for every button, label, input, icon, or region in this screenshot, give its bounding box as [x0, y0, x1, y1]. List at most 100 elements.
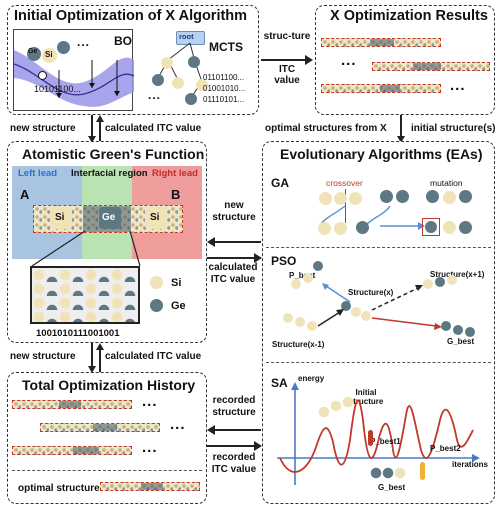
label-optimal-from-x: optimal structures from X: [265, 123, 387, 134]
bo-ge-label: Ge: [28, 48, 38, 55]
pso-g-best-label: G_best: [447, 337, 475, 346]
x-results-title: X Optimization Results: [330, 8, 488, 24]
pso-label: PSO: [271, 254, 297, 268]
sa-iterations-label: iterations: [452, 460, 489, 469]
label-recorded-itc: recorded ITC value: [211, 452, 257, 475]
ga-child-atom-2: [334, 222, 347, 235]
sa-gbest-atoms: [370, 466, 408, 480]
ga-si-atom-2: [334, 192, 347, 205]
sa-structure-atoms-1: [318, 394, 358, 420]
interfacial-label: Interfacial region: [71, 168, 148, 179]
sa-label: SA: [271, 376, 288, 390]
pso-structure-x1-label: Structure(x+1): [430, 270, 485, 279]
optimal-structure-label: optimal structure: [18, 483, 100, 494]
mutation-label: mutation: [430, 178, 463, 188]
history-structure-1: [12, 400, 132, 409]
history-ellipsis-1: ...: [142, 393, 158, 410]
sa-initial-structure-label: Initial structure: [348, 388, 384, 406]
agf-si-right-atom: [145, 207, 167, 229]
ga-divider: [266, 247, 491, 248]
ga-ge-atom-3: [426, 190, 439, 203]
ga-mut-atom-1: [425, 221, 437, 233]
bo-plot-graph: [13, 50, 135, 107]
history-title: Total Optimization History: [22, 377, 196, 393]
ga-label: GA: [271, 176, 289, 190]
ga-si-atom-3: [349, 192, 362, 205]
agf-si-left-atom: [50, 207, 72, 229]
bo-label: BO: [114, 34, 132, 48]
ga-mut-atom-3: [459, 221, 472, 234]
results-ellipsis-1: ...: [341, 52, 357, 69]
bo-ellipsis: ...: [77, 35, 91, 49]
thermometer-icon-2: [368, 430, 373, 446]
mcts-node-1: [161, 57, 173, 69]
ga-si-atom-4: [443, 191, 456, 204]
legend-si-atom: [150, 276, 163, 289]
bo-sample-marker: [38, 71, 47, 80]
mcts-root-label: root: [179, 32, 194, 41]
optimal-structure-strip: [100, 482, 200, 491]
history-divider: [12, 470, 202, 471]
ga-si-atom-1: [319, 192, 332, 205]
sa-p-best2-label: P_best2: [430, 444, 461, 453]
mcts-node-2: [188, 56, 200, 68]
ga-child-atom-1: [318, 222, 331, 235]
bo-plot: [13, 29, 135, 111]
legend-ge-label: Ge: [171, 300, 186, 312]
sa-g-best-label: G_best: [378, 483, 406, 492]
result-structure-3: [321, 84, 441, 93]
results-ellipsis-2: ...: [450, 77, 466, 94]
sa-energy-label: energy: [298, 374, 325, 383]
pso-structure-x-label: Structure(x): [348, 288, 394, 297]
agf-ge-atom: [99, 207, 121, 229]
label-calculated-itc-3: calculated ITC value: [105, 351, 202, 362]
legend-ge-atom: [150, 299, 163, 312]
right-lead-label: Right lead: [152, 168, 198, 179]
mcts-node-4: [172, 77, 184, 89]
legend-si-label: Si: [171, 277, 182, 289]
result-structure-1: [321, 38, 441, 47]
label-new-structure-3: new structure: [10, 351, 76, 362]
initial-optimization-title: Initial Optimization of X Algorithm: [14, 8, 248, 24]
bo-ge-atom: [27, 47, 41, 61]
ga-ge-atom-2: [396, 190, 409, 203]
top-connector-arrows: [261, 55, 313, 65]
bo-ge-atom-2: [57, 41, 70, 54]
label-new-structure-2: new structure: [212, 200, 256, 223]
mcts-node-6: [185, 93, 197, 105]
bo-si-atom: [42, 48, 57, 63]
pso-vectors: [283, 261, 475, 337]
mcts-binary-2: 01001010...: [203, 84, 246, 93]
left-lead-label: Left lead: [18, 168, 58, 179]
agf-si-left-label: Si: [55, 212, 65, 223]
pso-p-best-label: P_best: [289, 271, 316, 280]
history-ellipsis-3: ...: [142, 439, 158, 456]
label-calc-itc-2: calculated ITC value: [208, 262, 258, 285]
ga-mutation-box: [422, 218, 440, 236]
result-structure-2: [372, 62, 490, 71]
region-b-label: B: [171, 187, 181, 202]
mcts-ellipsis: ...: [148, 88, 162, 102]
bo-binary-label: 10101100...: [34, 84, 81, 94]
crossover-label: crossover: [326, 178, 363, 188]
pso-structure-xm1-label: Structure(x-1): [272, 340, 325, 349]
mcts-node-3: [152, 74, 164, 86]
history-structure-2: [40, 423, 160, 432]
ga-crossover-line: [345, 189, 346, 223]
agf-ge-label: Ge: [102, 212, 116, 223]
ga-ge-atom-4: [459, 190, 472, 203]
agf-zoom-lines: [31, 230, 141, 267]
ga-mut-atom-2: [443, 221, 456, 234]
ga-ge-atom-1: [380, 190, 393, 203]
left-vertical-arrows-1: [88, 115, 104, 143]
left-vertical-arrows-2: [88, 343, 104, 373]
sa-energy-landscape: [277, 382, 480, 485]
middle-arrows-1: [207, 237, 262, 263]
sa-p-best1-label: P_best1: [370, 437, 401, 446]
right-vertical-arrow: [397, 115, 405, 143]
middle-arrows-2: [207, 425, 262, 451]
mcts-binary-3: 01110101...: [203, 95, 245, 104]
history-structure-3: [12, 446, 132, 455]
region-a-label: A: [20, 187, 30, 202]
agf-binary-label: 1001010111001001: [36, 328, 120, 339]
